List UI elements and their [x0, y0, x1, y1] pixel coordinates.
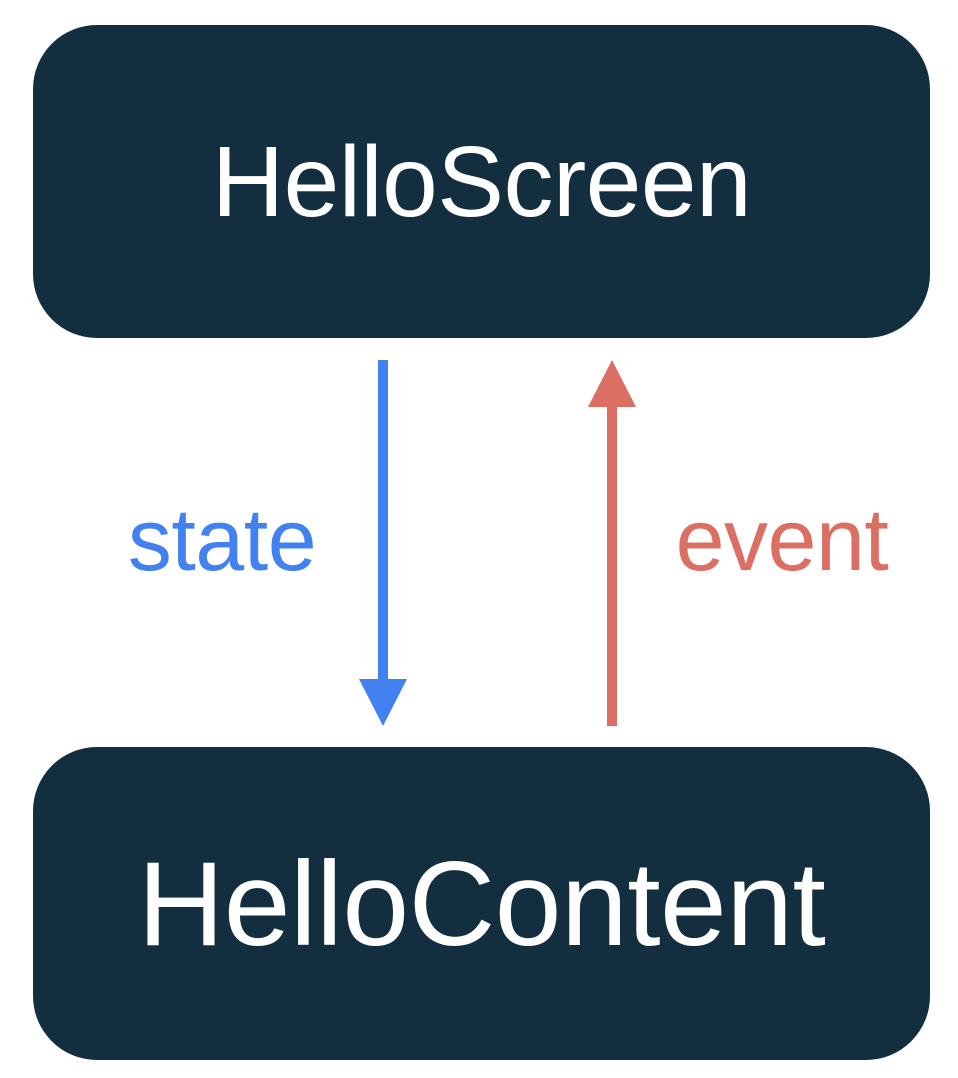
state-label: state — [127, 490, 317, 589]
node-helloscreen: HelloScreen — [33, 25, 930, 338]
node-hellocontent-label: HelloContent — [137, 836, 826, 971]
state-arrow-line — [378, 360, 388, 685]
event-arrow-line — [607, 401, 617, 726]
state-arrowhead-down-icon — [359, 679, 407, 726]
event-arrowhead-up-icon — [588, 360, 636, 407]
node-helloscreen-label: HelloScreen — [211, 125, 752, 238]
node-hellocontent: HelloContent — [33, 747, 930, 1060]
event-label: event — [675, 490, 889, 589]
